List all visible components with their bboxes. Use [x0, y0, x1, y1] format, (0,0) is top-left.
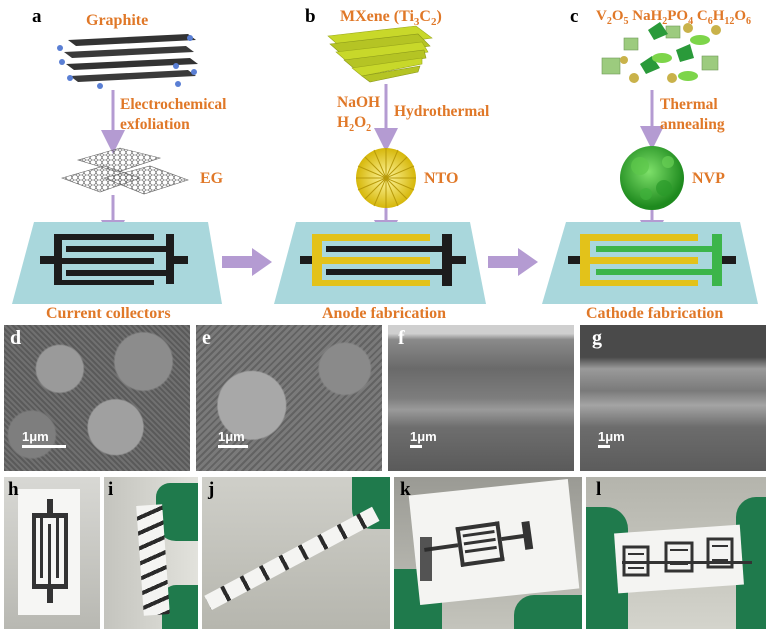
- eg-label: EG: [200, 170, 224, 187]
- sem-panel-g: g 1μm: [580, 325, 766, 471]
- cathode-substrate: [542, 222, 758, 304]
- sem-panel-f: f 1μm: [388, 325, 574, 471]
- photo-panel-i: i: [104, 477, 198, 629]
- ct1: V: [596, 8, 607, 24]
- mxene-title-close: ): [436, 8, 442, 25]
- mxene-title: MXene (Ti3C2): [340, 8, 442, 29]
- eg-sheets-icon: [61, 147, 189, 195]
- schematic-graphics: [12, 22, 758, 304]
- reagent-naoh: NaOH: [337, 94, 381, 111]
- photo-panel-k: k: [394, 477, 582, 629]
- h2o2-h: H: [337, 114, 350, 131]
- anode-fabrication-caption: Anode fabrication: [322, 305, 446, 322]
- ct7: O: [734, 8, 747, 24]
- scale-label-g: 1μm: [598, 429, 625, 444]
- scale-label-d: 1μm: [22, 429, 49, 444]
- scale-line-g: [598, 445, 610, 448]
- mxene-title-text: MXene (Ti: [340, 8, 414, 25]
- graphite-stack-icon: [57, 34, 198, 89]
- ct2s: 5: [623, 16, 629, 27]
- mxene-title-c: C: [419, 8, 431, 25]
- ct5: C: [693, 8, 708, 24]
- device-pattern-l: [622, 537, 752, 577]
- current-collectors-caption: Current collectors: [46, 305, 171, 322]
- scale-label-f: 1μm: [410, 429, 437, 444]
- h2o2-o: O: [354, 114, 367, 131]
- glove-k-right: [514, 595, 582, 629]
- exfoliation-step-line1: Electrochemical: [120, 96, 227, 113]
- panel-label-f: f: [398, 327, 405, 349]
- sem-panel-e: e 1μm: [196, 325, 382, 471]
- photo-panel-j: j: [202, 477, 390, 629]
- nto-label: NTO: [424, 170, 459, 187]
- ct5s: 6: [707, 16, 713, 27]
- scale-bar-g: 1μm: [598, 429, 625, 448]
- scale-line-d: [22, 445, 66, 448]
- device-pattern-h: [32, 499, 68, 603]
- panel-label-i: i: [108, 479, 114, 500]
- ct6s: 12: [724, 16, 735, 27]
- panel-label-l: l: [596, 479, 602, 500]
- ct4s: 4: [688, 16, 694, 27]
- scale-bar-d: 1μm: [22, 429, 66, 448]
- current-collector-substrate: [12, 222, 222, 304]
- panel-label-c: c: [570, 6, 579, 27]
- scale-bar-e: 1μm: [218, 429, 248, 448]
- cathode-fabrication-caption: Cathode fabrication: [586, 305, 724, 322]
- exfoliation-step-line2: exfoliation: [120, 116, 190, 133]
- nvp-label: NVP: [692, 170, 725, 187]
- mxene-sub-3: 3: [413, 16, 420, 29]
- graphite-title: Graphite: [86, 12, 149, 29]
- panel-label-d: d: [10, 327, 22, 349]
- hydrothermal-step: Hydrothermal: [394, 103, 490, 120]
- precursors-title: V2O5 NaH2PO4 C6H12O6: [596, 8, 751, 28]
- scale-line-e: [218, 445, 248, 448]
- ct4: PO: [667, 8, 689, 24]
- anode-substrate: [274, 222, 486, 304]
- ct2: O: [611, 8, 624, 24]
- scale-label-e: 1μm: [218, 429, 245, 444]
- process-arrow-1: [222, 248, 272, 276]
- panel-label-h: h: [8, 479, 19, 500]
- ct3: NaH: [628, 8, 663, 24]
- nvp-sphere-icon: [620, 146, 684, 210]
- panel-label-g: g: [592, 327, 602, 349]
- device-pattern-k: [420, 521, 534, 581]
- panel-label-j: j: [208, 479, 215, 500]
- panel-label-b: b: [305, 6, 316, 27]
- ct6: H: [712, 8, 725, 24]
- photo-panel-l: l: [586, 477, 766, 629]
- photo-panel-h: h: [4, 477, 100, 629]
- ct3s: 2: [662, 16, 668, 27]
- ct7s: 6: [746, 16, 752, 27]
- reagent-h2o2: H2O2: [337, 114, 371, 135]
- ct1s: 2: [606, 16, 612, 27]
- scale-bar-f: 1μm: [410, 429, 437, 448]
- panel-label-e: e: [202, 327, 211, 349]
- nto-urchin-icon: [356, 148, 416, 208]
- rod-device-j: [204, 506, 380, 611]
- thermal-step-line2: annealing: [660, 116, 725, 133]
- panel-label-k: k: [400, 479, 411, 500]
- process-arrow-2: [488, 248, 538, 276]
- thermal-step-line1: Thermal: [660, 96, 718, 113]
- panel-label-a: a: [32, 6, 42, 27]
- precursors-icon: [601, 22, 721, 83]
- scale-line-f: [410, 445, 422, 448]
- h2o2-sub1: 2: [349, 123, 355, 135]
- mxene-stack-icon: [327, 25, 433, 83]
- mxene-sub-2: 2: [430, 16, 437, 29]
- h2o2-sub2: 2: [366, 123, 372, 135]
- sem-panel-d: d 1μm: [4, 325, 190, 471]
